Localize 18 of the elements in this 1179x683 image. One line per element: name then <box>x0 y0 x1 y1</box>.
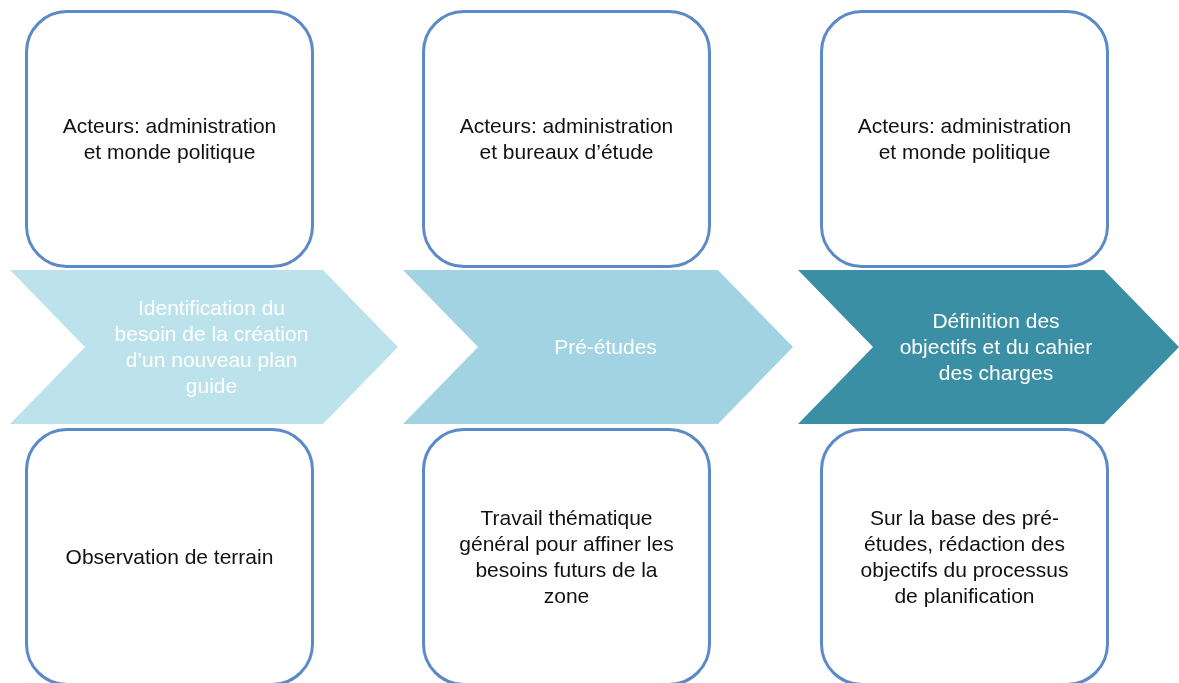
chevron-step <box>10 270 398 424</box>
step-label: Identification du besoin de la création d’un nouveau plan guide <box>113 294 310 400</box>
rounded-box <box>25 428 314 683</box>
box-text: Sur la base des pré-études, rédaction des objectifs du processus de planification <box>859 504 1070 610</box>
rounded-box <box>422 428 711 683</box>
box-text: Acteurs: administration et monde politique <box>856 112 1073 165</box>
step-label: Définition des objectifs et du cahier des charges <box>898 307 1094 387</box>
step-label: Pré-études <box>554 333 657 360</box>
chevron-step <box>403 270 793 424</box>
box-text: Observation de terrain <box>65 543 274 570</box>
rounded-box <box>820 428 1109 683</box>
box-text: Acteurs: administration et monde politique <box>61 112 278 165</box>
chevron-step <box>798 270 1179 424</box>
rounded-box <box>422 10 711 268</box>
box-text: Travail thématique général pour affiner les besoins futurs de la zone <box>458 504 675 610</box>
rounded-box <box>820 10 1109 268</box>
rounded-box <box>25 10 314 268</box>
box-text: Acteurs: administration et bureaux d’étude <box>458 112 675 165</box>
